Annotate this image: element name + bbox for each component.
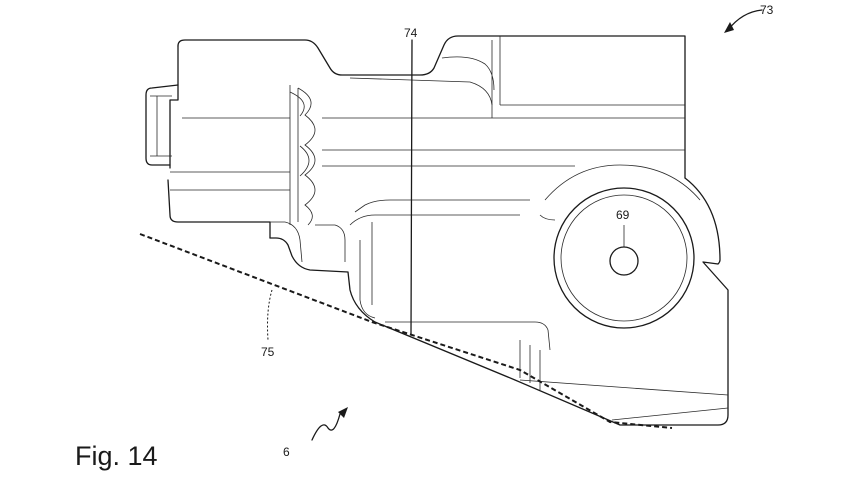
ref-74: 74 (404, 26, 418, 40)
ref-75: 75 (261, 345, 275, 359)
arrow-73-head (724, 22, 734, 33)
arrows (311, 9, 763, 441)
bore (553, 187, 695, 329)
body-outline (145, 35, 729, 426)
ref-73: 73 (760, 3, 774, 17)
figure-caption: Fig. 14 (75, 441, 158, 471)
dashed-line (139, 233, 673, 429)
section-line-74 (410, 39, 413, 336)
arrow-6-head (338, 407, 348, 418)
ref-6: 6 (283, 445, 290, 459)
ref-69: 69 (616, 208, 630, 222)
surface-lines (170, 36, 729, 421)
